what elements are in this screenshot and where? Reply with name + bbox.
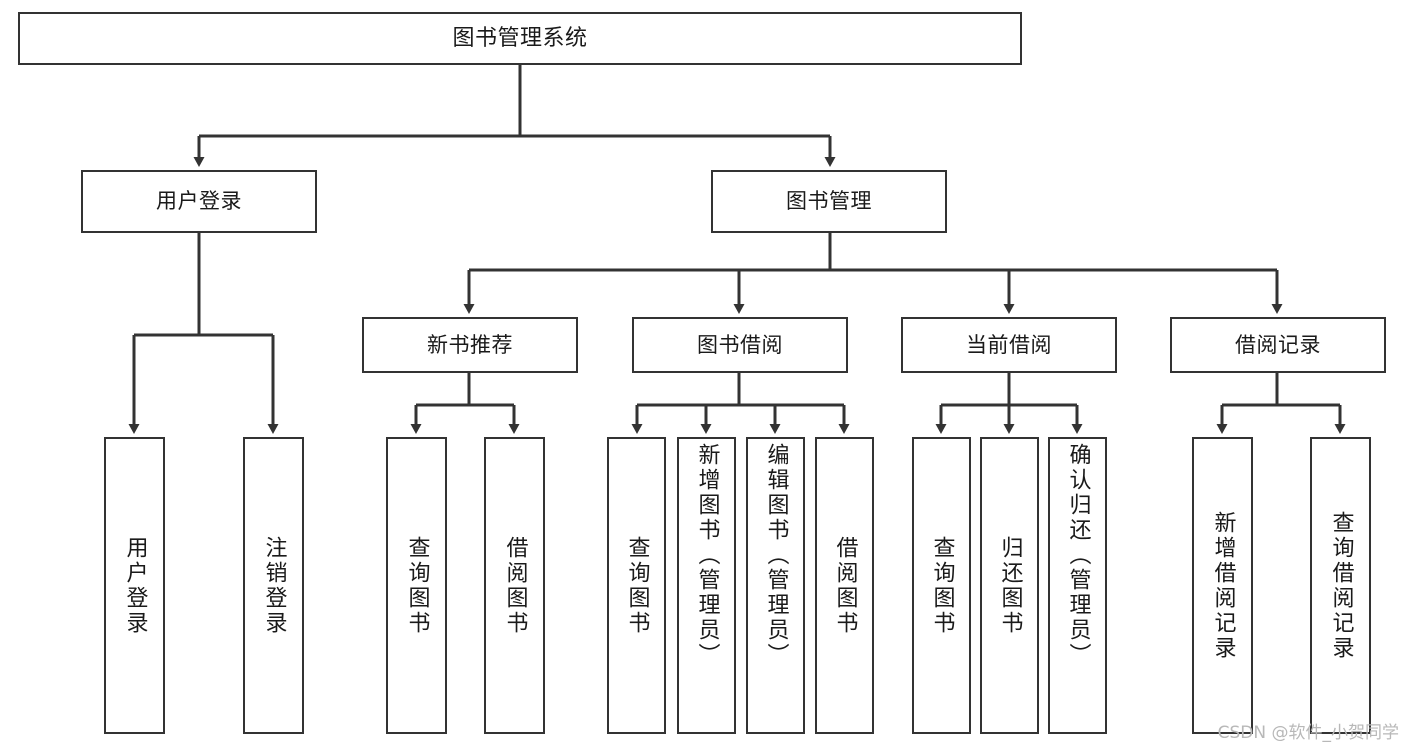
node-user-login[interactable]: 用户登录 bbox=[81, 170, 317, 233]
leaf-query-borrow-record[interactable]: 查询借阅记录 bbox=[1310, 437, 1371, 734]
node-book-management[interactable]: 图书管理 bbox=[711, 170, 947, 233]
node-new-book-recommend[interactable]: 新书推荐 bbox=[362, 317, 578, 373]
node-borrow-record[interactable]: 借阅记录 bbox=[1170, 317, 1386, 373]
node-label: 查询借阅记录 bbox=[1328, 510, 1354, 661]
node-label: 查询图书 bbox=[404, 535, 430, 636]
node-label: 图书借阅 bbox=[697, 332, 783, 357]
node-current-borrow[interactable]: 当前借阅 bbox=[901, 317, 1117, 373]
node-label: 查询图书 bbox=[624, 535, 650, 636]
leaf-edit-book-admin[interactable]: 编辑图书（管理员） bbox=[746, 437, 805, 734]
watermark-text: CSDN @软件_小贺同学 bbox=[1217, 723, 1399, 743]
node-label: 新书推荐 bbox=[427, 332, 513, 357]
node-label: 借阅图书 bbox=[832, 535, 858, 636]
leaf-query-book-borrow[interactable]: 查询图书 bbox=[607, 437, 666, 734]
node-label: 查询图书 bbox=[929, 535, 955, 636]
node-label: 编辑图书（管理员） bbox=[763, 443, 789, 668]
leaf-user-login[interactable]: 用户登录 bbox=[104, 437, 165, 734]
leaf-add-book-admin[interactable]: 新增图书（管理员） bbox=[677, 437, 736, 734]
leaf-borrow-book[interactable]: 借阅图书 bbox=[815, 437, 874, 734]
leaf-query-book-recommend[interactable]: 查询图书 bbox=[386, 437, 447, 734]
node-label: 图书管理系统 bbox=[452, 25, 588, 51]
node-label: 借阅记录 bbox=[1235, 332, 1321, 357]
leaf-borrow-book-recommend[interactable]: 借阅图书 bbox=[484, 437, 545, 734]
node-label: 借阅图书 bbox=[502, 535, 528, 636]
node-label: 用户登录 bbox=[156, 189, 242, 214]
leaf-confirm-return-admin[interactable]: 确认归还（管理员） bbox=[1048, 437, 1107, 734]
node-label: 注销登录 bbox=[261, 535, 287, 636]
leaf-add-borrow-record[interactable]: 新增借阅记录 bbox=[1192, 437, 1253, 734]
node-label: 确认归还（管理员） bbox=[1065, 443, 1091, 668]
leaf-query-book-current[interactable]: 查询图书 bbox=[912, 437, 971, 734]
node-label: 新增借阅记录 bbox=[1210, 510, 1236, 661]
node-label: 归还图书 bbox=[997, 535, 1023, 636]
node-root-system[interactable]: 图书管理系统 bbox=[18, 12, 1022, 65]
leaf-logout[interactable]: 注销登录 bbox=[243, 437, 304, 734]
node-label: 用户登录 bbox=[122, 535, 148, 636]
node-book-borrow[interactable]: 图书借阅 bbox=[632, 317, 848, 373]
node-label: 当前借阅 bbox=[966, 332, 1052, 357]
leaf-return-book[interactable]: 归还图书 bbox=[980, 437, 1039, 734]
node-label: 图书管理 bbox=[786, 189, 872, 214]
node-label: 新增图书（管理员） bbox=[694, 443, 720, 668]
